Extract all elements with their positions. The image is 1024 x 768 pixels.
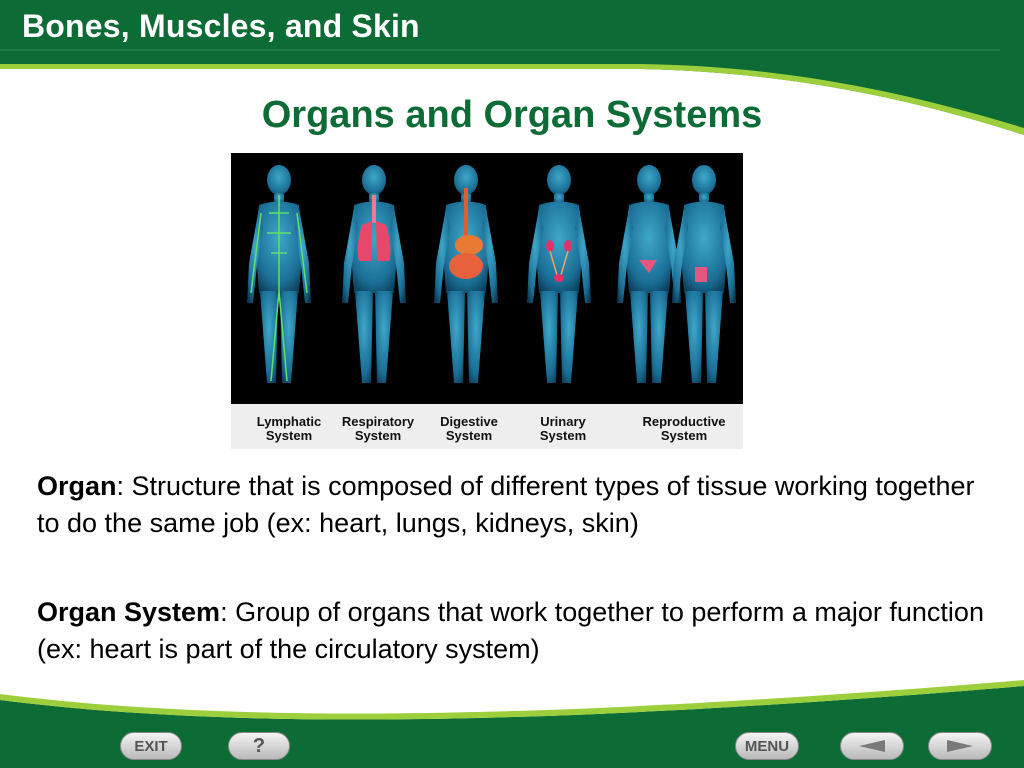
arrow-right-icon [947,740,973,752]
figure-label-strip [231,404,743,449]
digestive-tract [449,188,483,279]
exit-button[interactable]: EXIT [120,732,182,760]
help-button[interactable]: ? [228,732,290,760]
lungs [357,195,391,261]
arrow-left-icon [859,740,885,752]
previous-button[interactable] [840,732,904,760]
lymphatic-vessels [250,195,308,382]
definition-organ-system: Organ System: Group of organs that work … [37,594,997,668]
definitions: Organ: Structure that is composed of dif… [37,468,997,720]
next-button[interactable] [928,732,992,760]
slide-title: Organs and Organ Systems [261,94,763,136]
definition-organ-system-text: : Group of organs that work together to … [37,597,984,664]
header-title: Bones, Muscles, and Skin [22,8,420,44]
body-silhouettes [247,165,736,383]
menu-button[interactable]: MENU [735,732,799,760]
body-silhouette-5 [617,165,681,383]
definition-organ-text: : Structure that is composed of differen… [37,471,975,538]
kidneys-bladder [546,240,572,282]
term-organ-system: Organ System [37,597,221,627]
reproductive-organs [639,260,707,282]
term-organ: Organ [37,471,117,501]
definition-organ: Organ: Structure that is composed of dif… [37,468,997,542]
